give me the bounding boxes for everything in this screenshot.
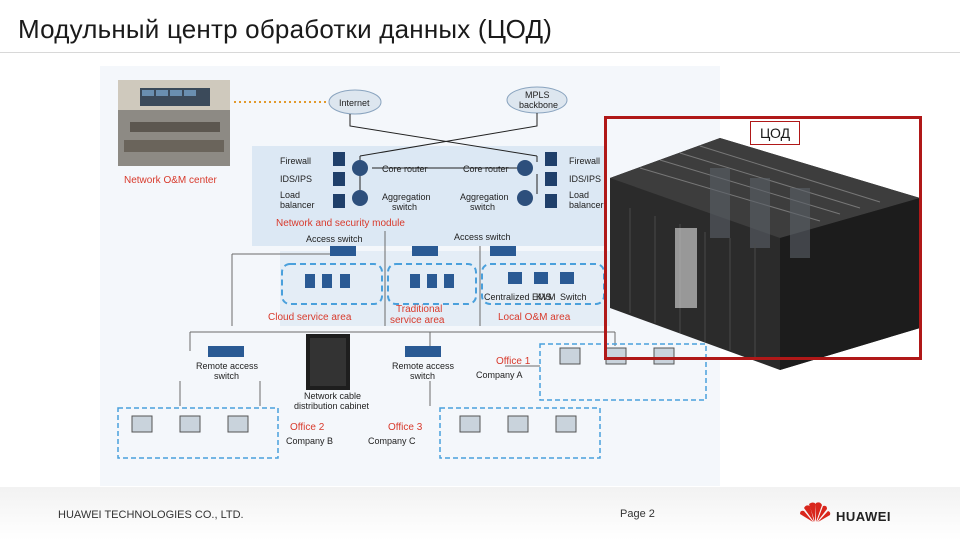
internet-cloud [328, 89, 382, 115]
firewall-left-label: Firewall [280, 156, 311, 166]
company-a-label: Company A [476, 370, 523, 380]
idsips-left-label: IDS/IPS [280, 174, 312, 184]
distribution-links [179, 231, 616, 406]
server-icons [305, 272, 574, 288]
network-diagram-svg: Network O&M center Internet MPLS backbon… [117, 80, 707, 459]
agg-left-label-2: switch [392, 202, 417, 212]
router-icon [517, 160, 533, 176]
core-uplinks [349, 113, 538, 194]
traditional-area-box [387, 263, 477, 305]
mpls-label-line2: backbone [519, 100, 558, 110]
access-switch-icon [412, 246, 438, 256]
internet-label: Internet [339, 98, 370, 108]
access-switch-icon [490, 246, 516, 256]
office1-label: Office 1 [496, 356, 531, 367]
core-router-left-label: Core router [382, 164, 428, 174]
company-c-label: Company C [368, 436, 416, 446]
agg-right-label-2: switch [470, 202, 495, 212]
access-switch-left-label: Access switch [306, 234, 363, 244]
security-stack-left [333, 152, 345, 208]
remote-left-label-1: Remote access [196, 361, 259, 371]
traditional-label-1: Traditional [396, 304, 442, 315]
local-om-label: Local O&M area [498, 312, 571, 323]
cloud-area-box [281, 263, 383, 305]
datacenter-highlight-frame [604, 116, 922, 360]
cable-cabinet-icon [306, 334, 350, 390]
lb-left-label-2: balancer [280, 200, 315, 210]
office2-box [117, 407, 279, 459]
remote-left-label-2: switch [214, 371, 239, 381]
lb-right-label-2: balancer [569, 200, 604, 210]
access-switch-right-label: Access switch [454, 232, 511, 242]
agg-left-label-1: Aggregation [382, 192, 431, 202]
kvm-label: KVM [536, 292, 556, 302]
cloud-area-label: Cloud service area [268, 312, 352, 323]
core-router-right-label: Core router [463, 164, 509, 174]
footer-page-number: Page 2 [620, 508, 655, 520]
traditional-label-2: service area [390, 315, 445, 326]
security-stack-right [545, 152, 557, 208]
lb-left-label-1: Load [280, 190, 300, 200]
access-switch-icon [330, 246, 356, 256]
title-divider [0, 52, 960, 53]
ems-label: Centralized EMS [484, 292, 552, 302]
huawei-logo-icon [800, 502, 831, 522]
modular-datacenter-image [610, 138, 920, 370]
switch-label: Switch [560, 292, 587, 302]
slide-title: Модульный центр обработки данных (ЦОД) [18, 14, 553, 44]
switch-icon [352, 190, 368, 206]
netsec-module-label: Network and security module [276, 218, 405, 229]
remote-switch-icon [208, 346, 244, 357]
footer-brand: HUAWEI [836, 509, 891, 524]
cabinet-label-2: distribution cabinet [294, 401, 370, 411]
firewall-right-label: Firewall [569, 156, 600, 166]
mpls-label-line1: MPLS [525, 90, 550, 100]
remote-switch-icon [405, 346, 441, 357]
om-center-label: Network O&M center [124, 175, 217, 186]
cabinet-label-1: Network cable [304, 391, 361, 401]
footer-bar [0, 487, 960, 540]
agg-right-label-1: Aggregation [460, 192, 509, 202]
footer-company: HUAWEI TECHNOLOGIES CO., LTD. [58, 509, 244, 521]
office3-label: Office 3 [388, 422, 423, 433]
lb-right-label-1: Load [569, 190, 589, 200]
router-icon [352, 160, 368, 176]
remote-right-label-1: Remote access [392, 361, 455, 371]
switch-icon [517, 190, 533, 206]
om-center-photo [118, 80, 230, 166]
datacenter-callout-label: ЦОД [750, 121, 800, 145]
company-b-label: Company B [286, 436, 333, 446]
idsips-right-label: IDS/IPS [569, 174, 601, 184]
office3-box [439, 407, 601, 459]
office2-label: Office 2 [290, 422, 325, 433]
pc-icons [131, 347, 675, 433]
office1-box [539, 343, 707, 401]
remote-right-label-2: switch [410, 371, 435, 381]
